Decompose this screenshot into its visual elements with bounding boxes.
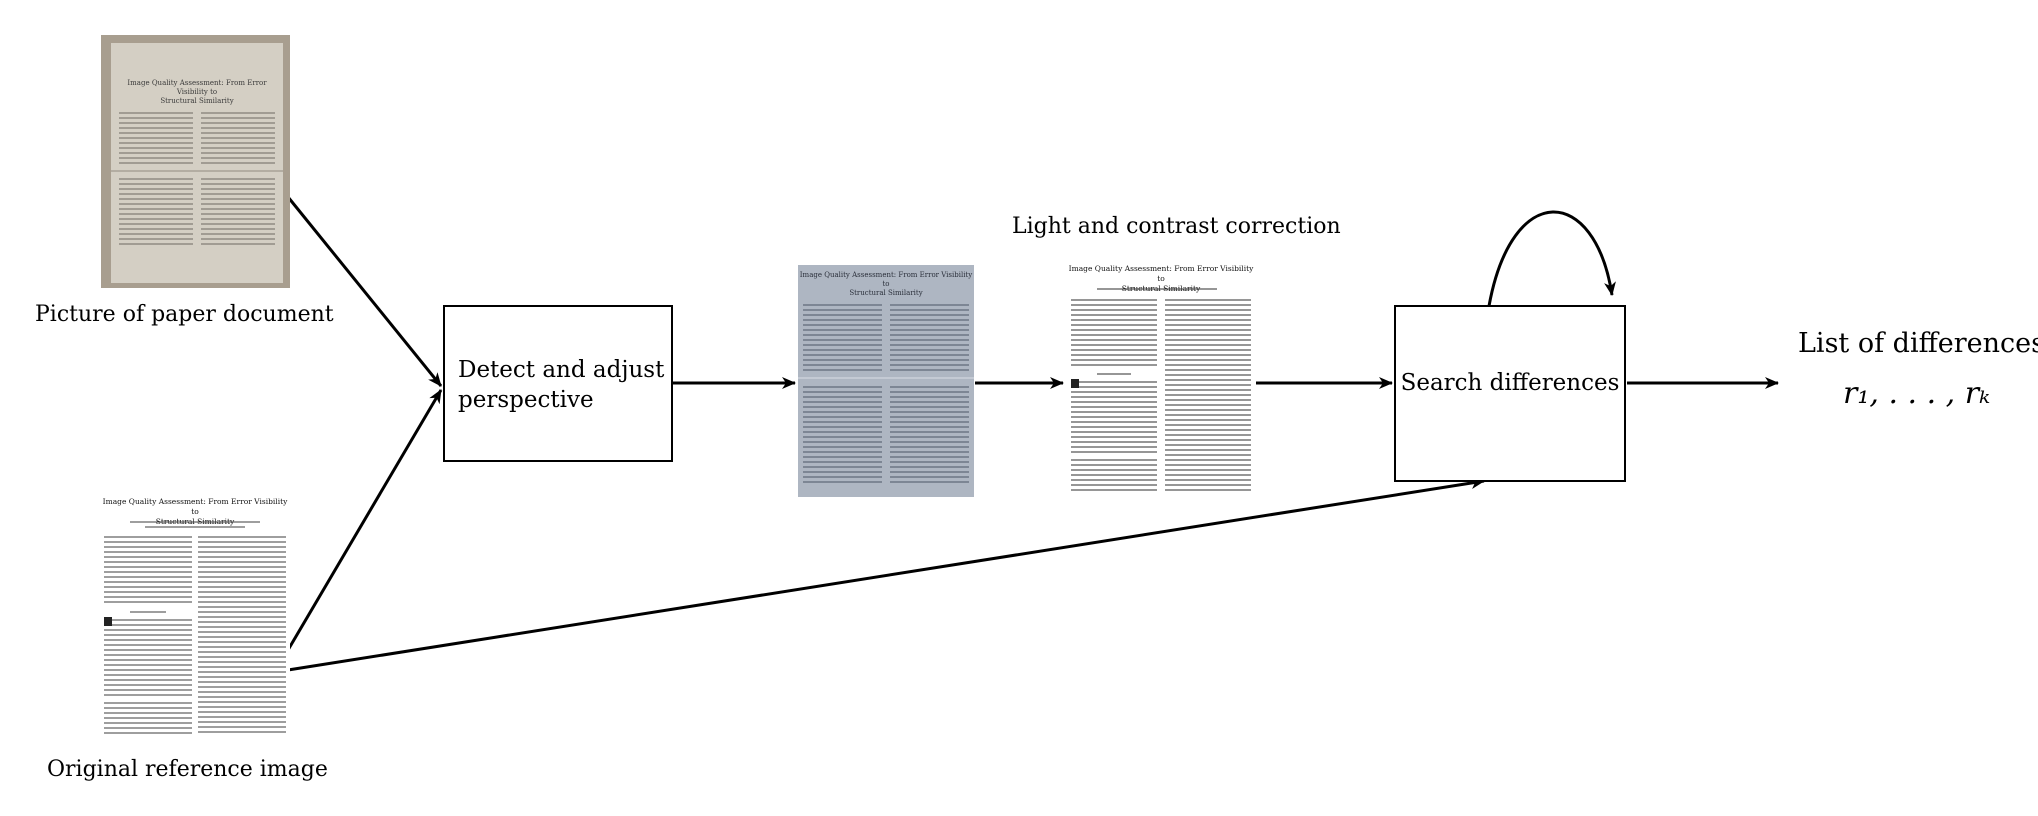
output-formula: r₁, . . . , rₖ: [1843, 376, 1991, 411]
correction-caption: Light and contrast correction: [1012, 214, 1341, 239]
reference-doc-text-lines: [104, 521, 286, 734]
adjusted-doc-title-line1: Image Quality Assessment: From Error Vis…: [799, 271, 973, 288]
search-differences-node: [1394, 305, 1626, 482]
output-title: List of differences: [1798, 328, 2038, 359]
photo-doc-text-lines: [111, 112, 283, 245]
corrected-document: Image Quality Assessment: From Error Vis…: [1067, 262, 1255, 500]
arrow-reference-to-perspective: [286, 389, 443, 651]
reference-doc-title-line1: Image Quality Assessment: From Error Vis…: [102, 497, 288, 516]
perspective-adjusted-document: Image Quality Assessment: From Error Vis…: [798, 265, 974, 497]
photo-paper-sheet: Image Quality Assessment: From Error Vis…: [111, 43, 283, 283]
perspective-label-line1: Detect and adjust: [458, 357, 665, 383]
detect-adjust-perspective-label: Detect and adjust perspective: [458, 355, 673, 415]
adjusted-doc-title: Image Quality Assessment: From Error Vis…: [798, 271, 974, 298]
reference-caption: Original reference image: [47, 757, 328, 782]
detect-adjust-perspective-node: [443, 305, 673, 462]
perspective-label-line2: perspective: [458, 387, 594, 413]
photo-doc-title: Image Quality Assessment: From Error Vis…: [115, 79, 279, 106]
photo-caption: Picture of paper document: [35, 302, 334, 327]
photo-doc-title-line2: Structural Similarity: [160, 97, 234, 105]
search-differences-label: Search differences: [1400, 370, 1620, 396]
photo-doc-title-line1: Image Quality Assessment: From Error Vis…: [127, 79, 267, 96]
original-reference-document: Image Quality Assessment: From Error Vis…: [100, 495, 290, 745]
corrected-doc-text-lines: [1071, 288, 1251, 491]
photo-of-paper-document: Image Quality Assessment: From Error Vis…: [101, 35, 290, 288]
adjusted-doc-text-lines: [798, 304, 974, 483]
arrow-search-self-loop: [1487, 210, 1616, 307]
arrow-reference-to-search: [287, 477, 1485, 672]
adjusted-doc-title-line2: Structural Similarity: [849, 289, 923, 297]
arrow-photo-to-perspective: [286, 196, 443, 387]
corrected-doc-title-line1: Image Quality Assessment: From Error Vis…: [1068, 264, 1254, 283]
